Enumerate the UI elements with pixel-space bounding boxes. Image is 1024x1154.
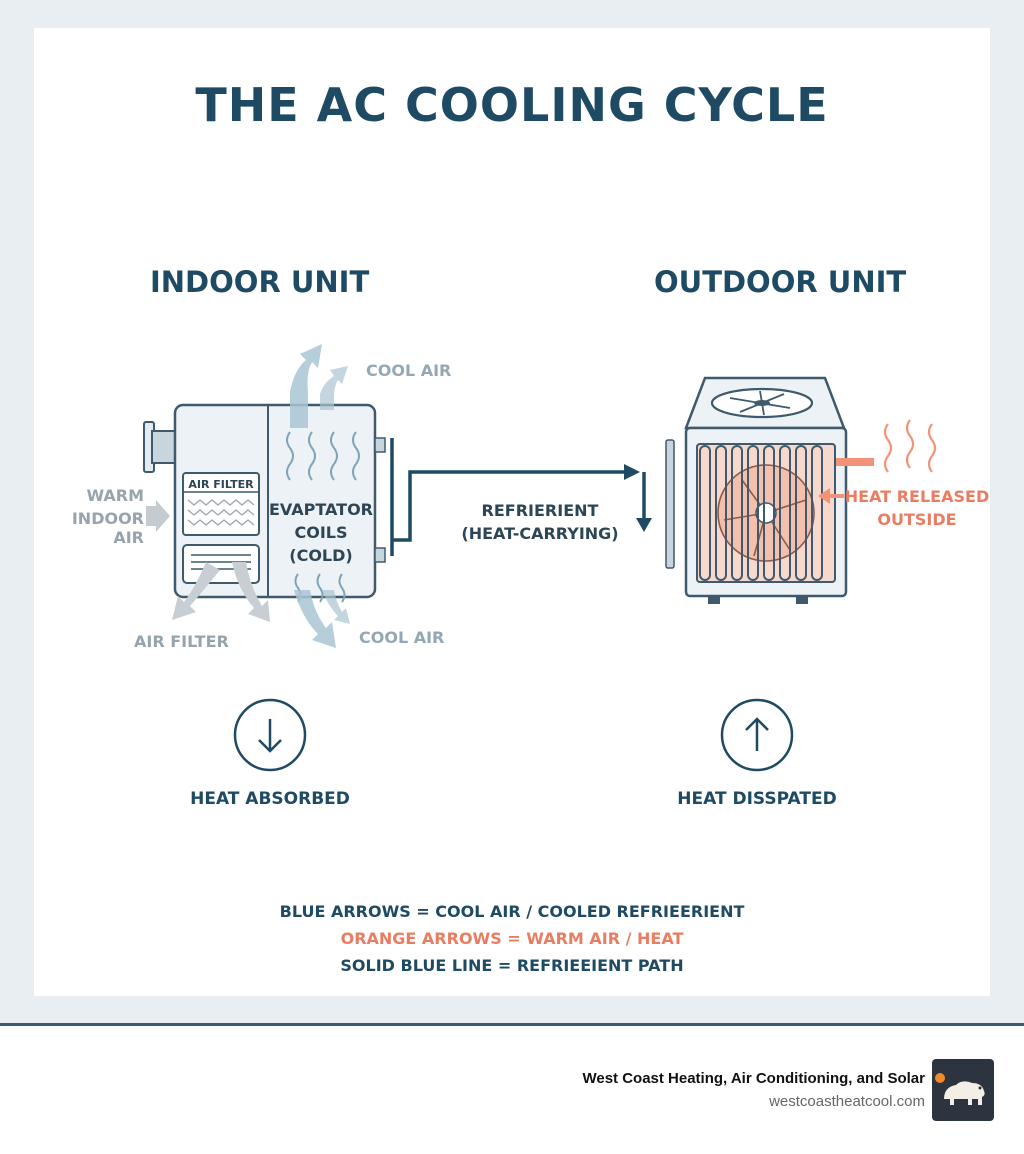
footer <box>0 1026 1024 1154</box>
refrigerant-label-line2: (HEAT-CARRYING) <box>461 524 619 543</box>
outdoor-unit-heading: OUTDOOR UNIT <box>654 265 907 299</box>
cooling-cycle-diagram <box>143 344 937 772</box>
filter-exhaust-arrows <box>172 562 270 622</box>
cool-air-top-label: COOL AIR <box>366 361 452 380</box>
footer-divider <box>0 1023 1024 1026</box>
heat-released-label-line2: OUTSIDE <box>877 510 957 529</box>
page-title: THE AC COOLING CYCLE <box>195 78 829 132</box>
refrigerant-path <box>390 438 646 556</box>
cool-air-bottom-label: COOL AIR <box>359 628 445 647</box>
heat-release-arrow <box>818 488 844 504</box>
heat-absorbed-label: HEAT ABSORBED <box>190 789 350 809</box>
warm-air-label-line2: INDOOR AIR <box>71 509 144 547</box>
company-website[interactable]: westcoastheatcool.com <box>769 1093 925 1110</box>
refrigerant-arrow-down <box>636 518 652 532</box>
company-name: West Coast Heating, Air Conditioning, an… <box>582 1070 925 1087</box>
logo-dot <box>935 1073 945 1083</box>
air-filter-label: AIR FILTER <box>134 632 229 651</box>
arrow-down-circle-icon <box>233 698 307 772</box>
legend-orange-arrows: ORANGE ARROWS = WARM AIR / HEAT <box>340 929 684 948</box>
heat-dissipated-label: HEAT DISSPATED <box>677 789 837 809</box>
cool-air-arrow-bottom <box>294 590 350 648</box>
air-filter-panel <box>182 472 260 536</box>
warm-air-label-line1: WARM <box>86 486 144 505</box>
indoor-unit-heading: INDOOR UNIT <box>150 265 370 299</box>
filter-box-label: AIR FILTER <box>188 478 254 491</box>
heat-bar <box>836 458 874 466</box>
warm-air-arrow <box>146 500 170 532</box>
legend-refrigerant-line: SOLID BLUE LINE = REFRIEEIENT PATH <box>340 956 684 975</box>
arrow-up-circle-icon <box>720 698 794 772</box>
refrigerant-label-line1: REFRIERIENT <box>481 501 599 520</box>
condenser-bars <box>699 445 823 581</box>
refrigerant-arrow-right <box>624 464 640 480</box>
evaporator-label-line1: EVAPTATOR <box>269 500 373 519</box>
heat-released-label-line1: HEAT RELEASED <box>844 487 990 506</box>
legend-blue-arrows: BLUE ARROWS = COOL AIR / COOLED REFRIEER… <box>279 902 745 921</box>
evaporator-label-line2: COILS <box>294 523 348 542</box>
cool-air-arrow-top <box>290 344 348 428</box>
condenser-grille <box>696 443 836 583</box>
evaporator-label-line3: (COLD) <box>289 546 353 565</box>
evaporator-coil-waves <box>286 431 360 603</box>
heat-waves-icon <box>883 419 937 473</box>
bear-logo-icon <box>932 1059 994 1121</box>
